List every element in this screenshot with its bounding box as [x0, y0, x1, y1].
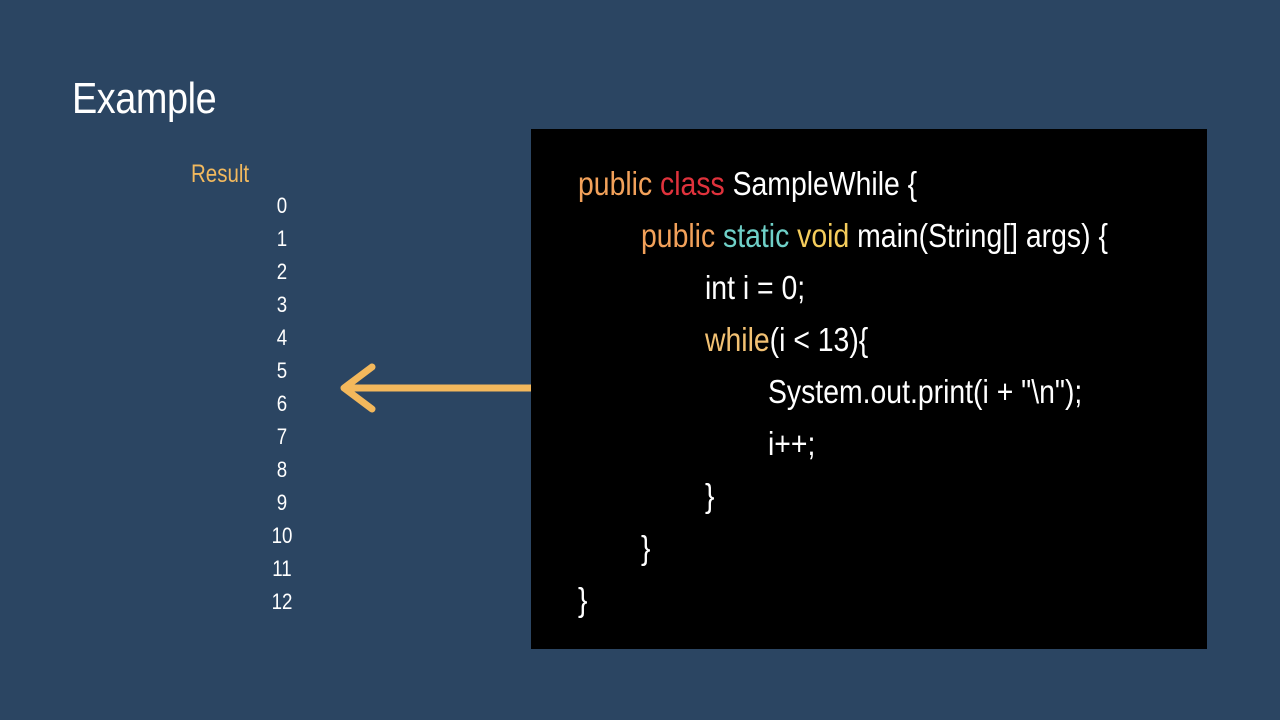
code-line-5: System.out.print(i + "\n"); — [768, 373, 1083, 410]
output-line: 7 — [276, 424, 288, 449]
output-line: 10 — [271, 523, 293, 548]
code-panel: public class SampleWhile { public static… — [531, 129, 1207, 649]
code-line-6: i++; — [768, 425, 816, 462]
code-line-1: public class SampleWhile { — [578, 158, 917, 210]
keyword-while: while — [705, 321, 770, 358]
code-line-2: public static void main(String[] args) { — [641, 210, 1108, 262]
code-space — [789, 217, 797, 254]
code-text: SampleWhile { — [724, 165, 918, 202]
output-line: 4 — [276, 325, 288, 350]
output-line: 11 — [272, 556, 292, 581]
keyword-class: class — [660, 165, 725, 202]
code-line-4: while(i < 13){ — [705, 314, 868, 366]
code-text: (i < 13){ — [769, 321, 869, 358]
output-line: 2 — [276, 259, 288, 284]
keyword-static: static — [723, 217, 790, 254]
code-line-8: } — [641, 529, 651, 566]
output-list: 0 1 2 3 4 5 6 7 8 9 10 11 12 — [240, 189, 324, 618]
code-line-3: int i = 0; — [705, 269, 806, 306]
output-line: 5 — [276, 358, 288, 383]
output-line: 0 — [276, 193, 288, 218]
slide-title: Example — [72, 74, 217, 123]
output-line: 12 — [271, 589, 293, 614]
output-line: 3 — [276, 292, 288, 317]
output-line: 6 — [276, 391, 288, 416]
output-line: 9 — [276, 490, 288, 515]
code-line-9: } — [578, 581, 588, 618]
keyword-public: public — [578, 165, 653, 202]
result-label: Result — [191, 160, 250, 188]
code-text: main(String[] args) { — [849, 217, 1108, 254]
output-line: 1 — [276, 226, 288, 251]
keyword-void: void — [797, 217, 850, 254]
code-line-7: } — [705, 477, 715, 514]
keyword-public: public — [641, 217, 716, 254]
output-line: 8 — [276, 457, 288, 482]
